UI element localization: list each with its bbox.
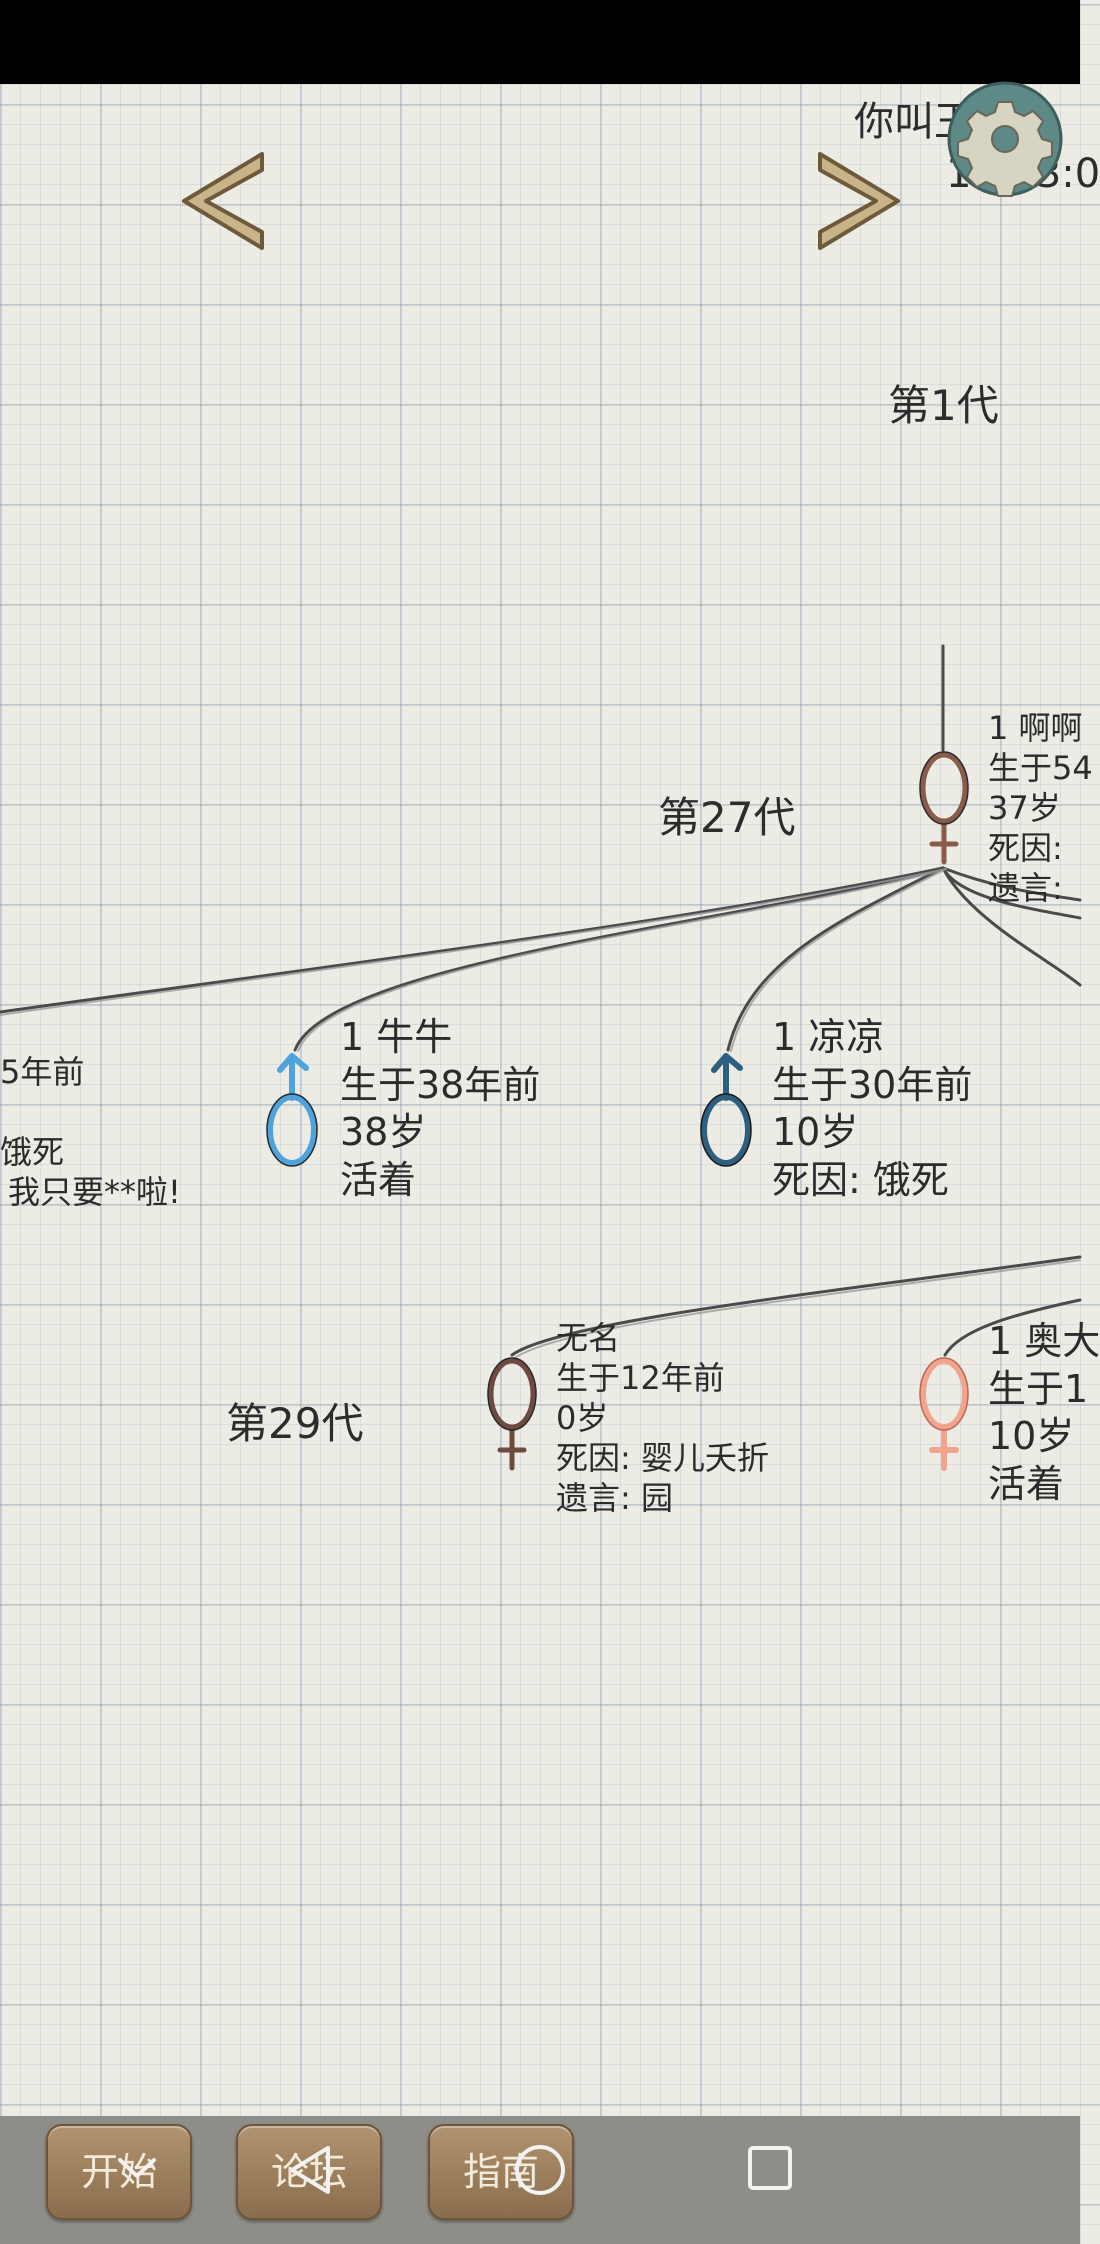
person-death: 死因: 饿死: [772, 1157, 949, 1202]
chevron-right-icon: [818, 152, 900, 250]
liangliang-male-symbol[interactable]: [696, 1052, 758, 1170]
male-icon: [701, 1053, 751, 1166]
person-age: 0岁: [556, 1399, 609, 1437]
guide-button[interactable]: 指南: [428, 2124, 574, 2220]
person-name: 无名: [556, 1319, 621, 1357]
person-will: 我只要**啦!: [8, 1173, 181, 1211]
system-home-button[interactable]: [510, 2140, 570, 2200]
person-age: 10岁: [988, 1414, 1075, 1458]
niuniu-person-info: 1 牛牛 生于38年前 38岁 活着: [340, 1014, 540, 1204]
chevron-down-icon: [118, 2158, 156, 2179]
person-age: 10岁: [772, 1110, 859, 1154]
male-icon: [267, 1053, 317, 1166]
chevron-left-icon: [182, 152, 264, 250]
person-age: 37岁: [988, 789, 1061, 827]
recents-square-icon: [748, 2146, 792, 2190]
person-death: 死因: 婴儿夭折: [556, 1439, 769, 1477]
generation-label-1: 第1代: [888, 381, 999, 430]
person-will: 遗言: 园: [556, 1479, 673, 1517]
person-age: 38岁: [340, 1110, 427, 1154]
generation-label-27: 第27代: [658, 793, 796, 842]
person-status: 活着: [340, 1157, 417, 1202]
person-name: 1 凉凉: [772, 1015, 885, 1059]
prev-generation-button[interactable]: [166, 146, 276, 256]
next-generation-button[interactable]: [806, 146, 916, 256]
ao-female-symbol[interactable]: [916, 1356, 972, 1474]
person-birth: 生于1: [988, 1366, 1089, 1411]
liangliang-person-info: 1 凉凉 生于30年前 10岁 死因: 饿死: [772, 1014, 972, 1204]
wuming-person-info: 无名 生于12年前 0岁 死因: 婴儿夭折 遗言: 园: [556, 1318, 769, 1518]
person-birth: 生于54: [988, 749, 1093, 787]
person-name: 1 啊啊: [988, 709, 1083, 747]
left-partial-person-info: 5年前 饿死 我只要**啦!: [0, 1052, 181, 1212]
female-icon: [920, 752, 968, 865]
person-name: 1 奥大: [988, 1319, 1100, 1363]
person-status: 活着: [988, 1461, 1065, 1506]
person-birth: 生于12年前: [556, 1359, 725, 1397]
family-tree-lines: [0, 644, 1082, 1359]
female-icon: [488, 1358, 536, 1471]
root-female-symbol[interactable]: [916, 750, 972, 868]
person-birth: 生于30年前: [772, 1062, 973, 1107]
system-recents-button[interactable]: [742, 2140, 798, 2196]
ao-person-info: 1 奥大 生于1 10岁 活着: [988, 1318, 1100, 1508]
female-icon: [920, 1358, 968, 1471]
root-person-info: 1 啊啊 生于54 37岁 死因: 遗言:: [988, 708, 1093, 908]
home-circle-icon: [515, 2145, 565, 2195]
niuniu-male-symbol[interactable]: [262, 1052, 324, 1170]
start-button[interactable]: 开始: [46, 2124, 192, 2220]
person-birth: 生于38年前: [340, 1062, 541, 1107]
person-will: 遗言:: [988, 869, 1063, 907]
system-collapse-button[interactable]: [110, 2140, 164, 2194]
settings-button[interactable]: [946, 80, 1064, 198]
person-death: 死因:: [988, 829, 1063, 867]
system-back-button[interactable]: [282, 2140, 342, 2200]
forum-button[interactable]: 论坛: [236, 2124, 382, 2220]
back-triangle-icon: [290, 2146, 330, 2194]
gear-icon: [947, 81, 1063, 197]
generation-label-29: 第29代: [226, 1399, 364, 1448]
person-name: 1 牛牛: [340, 1015, 453, 1059]
status-bar: [0, 0, 1080, 84]
person-death: 饿死: [0, 1133, 65, 1171]
wuming-female-symbol[interactable]: [484, 1356, 540, 1474]
person-birth: 5年前: [0, 1053, 85, 1091]
